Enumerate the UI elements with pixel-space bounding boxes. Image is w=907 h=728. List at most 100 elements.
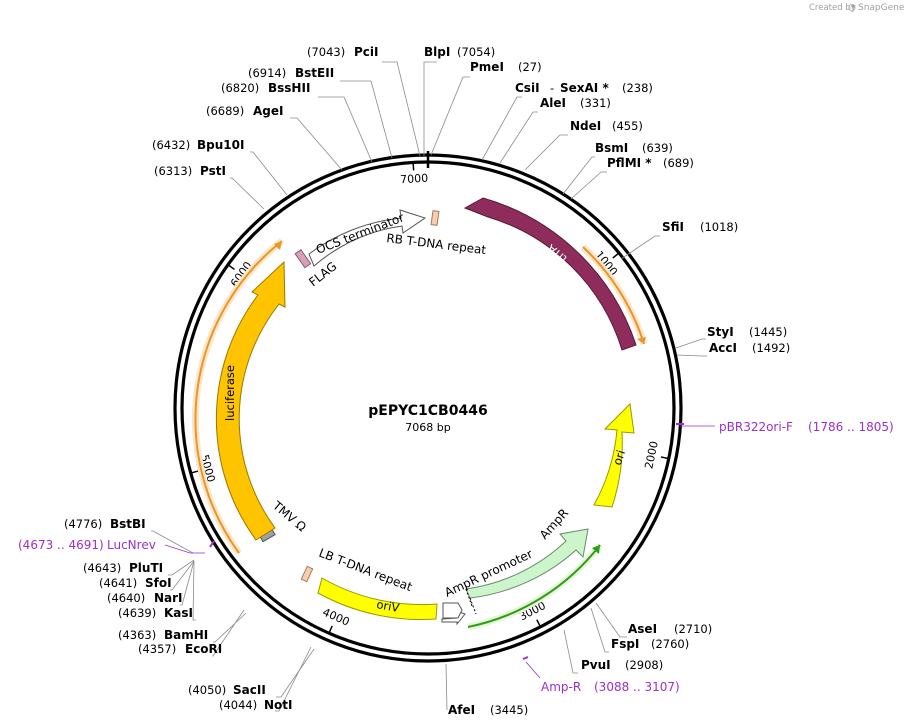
site-AfeI[interactable]: AfeI(3445) xyxy=(448,703,528,717)
site-AseI[interactable]: AseI (2710) xyxy=(628,622,712,636)
primer-name-Amp-R: Amp-R xyxy=(541,680,581,694)
svg-text:BssHII: BssHII xyxy=(268,81,310,95)
svg-text:(2710): (2710) xyxy=(674,622,712,636)
primer-range-Amp-R: (3088 .. 3107) xyxy=(594,680,680,694)
site-CsiI-SexAI[interactable]: CsiI-SexAI * (238) xyxy=(515,81,653,95)
tick-mark xyxy=(660,456,669,460)
svg-text:(27): (27) xyxy=(518,60,542,74)
site-BstEII[interactable]: (6914)BstEII xyxy=(248,66,334,80)
credit-brand: SnapGene xyxy=(858,3,905,13)
site-PvuI[interactable]: PvuI(2908) xyxy=(581,658,663,672)
feature-oriV[interactable]: oriV xyxy=(317,577,438,620)
site-PmeI[interactable]: PmeI (27) xyxy=(470,60,542,74)
tick-label: 7000 xyxy=(400,172,429,187)
svg-text:FspI: FspI xyxy=(611,637,639,651)
svg-text:(3445): (3445) xyxy=(490,703,528,717)
tick-label: 4000 xyxy=(321,606,352,629)
primer-range-pBR322ori-F: (1786 .. 1805) xyxy=(808,420,894,434)
svg-text:(6689): (6689) xyxy=(206,104,244,118)
site-PflMI[interactable]: PflMI * (689) xyxy=(607,156,694,170)
site-AccI[interactable]: AccI (1492) xyxy=(709,341,790,355)
svg-text:(4776): (4776) xyxy=(64,517,102,531)
site-BamHI[interactable]: (4363) BamHI xyxy=(118,628,208,642)
svg-text:(455): (455) xyxy=(612,119,643,133)
site-BssHII[interactable]: (6820) BssHII xyxy=(221,81,310,95)
tick-mark xyxy=(612,252,620,259)
feature-label-oriV: oriV xyxy=(375,597,400,615)
site-FspI[interactable]: FspI (2760) xyxy=(611,637,689,651)
site-BlpI[interactable]: BlpI (7054) xyxy=(424,45,495,59)
svg-text:(4044): (4044) xyxy=(219,698,257,712)
svg-text:SfiI: SfiI xyxy=(662,220,684,234)
svg-text:(4050): (4050) xyxy=(188,683,226,697)
tick-mark xyxy=(227,264,235,271)
svg-text:StyI: StyI xyxy=(707,325,734,339)
svg-text:Bpu10I: Bpu10I xyxy=(197,138,244,152)
svg-text:(6914): (6914) xyxy=(248,66,286,80)
svg-text:AccI: AccI xyxy=(709,341,737,355)
site-KasI[interactable]: (4639)KasI xyxy=(118,606,193,620)
site-SfoI[interactable]: (4641)SfoI xyxy=(99,576,172,590)
feature-label-RB-T-DNA-repeat: RB T-DNA repeat xyxy=(386,231,488,257)
svg-text:(689): (689) xyxy=(663,156,694,170)
svg-text:-: - xyxy=(550,81,554,95)
primer-LucNrev[interactable]: (4673 .. 4691) LucNrev xyxy=(18,538,215,554)
site-StyI[interactable]: StyI (1445) xyxy=(707,325,787,339)
svg-text:EcoRI: EcoRI xyxy=(185,642,222,656)
svg-text:(7043): (7043) xyxy=(307,45,345,59)
svg-text:SexAI *: SexAI * xyxy=(560,81,609,95)
site-NotI[interactable]: (4044) NotI xyxy=(219,698,293,712)
feature-label-luciferase: luciferase xyxy=(223,365,237,421)
site-EcoRI[interactable]: (4357) EcoRI xyxy=(138,642,222,656)
svg-text:(6313): (6313) xyxy=(154,164,192,178)
svg-text:PflMI *: PflMI * xyxy=(607,156,652,170)
site-NdeI[interactable]: NdeI(455) xyxy=(570,119,643,133)
plasmid-length: 7068 bp xyxy=(405,421,450,434)
svg-text:SfoI: SfoI xyxy=(145,576,172,590)
site-BsmI[interactable]: BsmI (639) xyxy=(595,141,673,155)
svg-text:(639): (639) xyxy=(642,141,673,155)
svg-text:(1492): (1492) xyxy=(752,341,790,355)
svg-text:BlpI: BlpI xyxy=(424,45,450,59)
svg-text:PciI: PciI xyxy=(354,45,379,59)
svg-text:(2760): (2760) xyxy=(651,637,689,651)
svg-text:(6820): (6820) xyxy=(221,81,259,95)
svg-text:PmeI: PmeI xyxy=(470,60,504,74)
svg-text:KasI: KasI xyxy=(164,606,193,620)
svg-text:(1445): (1445) xyxy=(749,325,787,339)
feature-LB-T-DNA-repeat[interactable]: LB T-DNA repeat xyxy=(300,546,414,595)
site-Bpu10I[interactable]: (6432) Bpu10I xyxy=(152,138,244,152)
site-PstI[interactable]: (6313)PstI xyxy=(154,164,226,178)
svg-text:NotI: NotI xyxy=(264,698,293,712)
site-PluTI[interactable]: (4643) PluTI xyxy=(83,561,163,575)
svg-text:AseI: AseI xyxy=(628,622,657,636)
svg-text:(4643): (4643) xyxy=(83,561,121,575)
svg-text:(7054): (7054) xyxy=(457,45,495,59)
site-NarI[interactable]: (4640)NarI xyxy=(107,591,183,605)
primer-pBR322ori-F[interactable]: pBR322ori-F (1786 .. 1805) xyxy=(676,420,894,434)
svg-text:(4357): (4357) xyxy=(138,642,176,656)
site-leaders xyxy=(151,61,707,712)
site-SfiI[interactable]: SfiI(1018) xyxy=(662,220,738,234)
feature-luciferase[interactable]: luciferase xyxy=(215,260,286,541)
svg-text:AleI: AleI xyxy=(540,96,566,110)
site-AgeI[interactable]: (6689) AgeI xyxy=(206,104,283,118)
svg-text:(6432): (6432) xyxy=(152,138,190,152)
svg-text:BamHI: BamHI xyxy=(164,628,208,642)
tick-label: 2000 xyxy=(642,440,660,470)
site-SacII[interactable]: (4050)SacII xyxy=(188,683,266,697)
svg-text:AgeI: AgeI xyxy=(253,104,283,118)
svg-text:PluTI: PluTI xyxy=(129,561,163,575)
svg-text:(4363): (4363) xyxy=(118,628,156,642)
site-PciI[interactable]: (7043) PciI xyxy=(307,45,379,59)
feature-ori[interactable]: ori xyxy=(593,402,635,508)
svg-text:(238): (238) xyxy=(622,81,653,95)
tick-mark xyxy=(328,625,333,634)
svg-text:BsmI: BsmI xyxy=(595,141,628,155)
site-AleI[interactable]: AleI(331) xyxy=(540,96,611,110)
primer-Amp-R[interactable]: Amp-R (3088 .. 3107) xyxy=(522,656,680,694)
primer-name-pBR322ori-F: pBR322ori-F xyxy=(719,420,793,434)
site-BstBI[interactable]: (4776)BstBI xyxy=(64,517,146,531)
svg-text:CsiI: CsiI xyxy=(515,81,540,95)
